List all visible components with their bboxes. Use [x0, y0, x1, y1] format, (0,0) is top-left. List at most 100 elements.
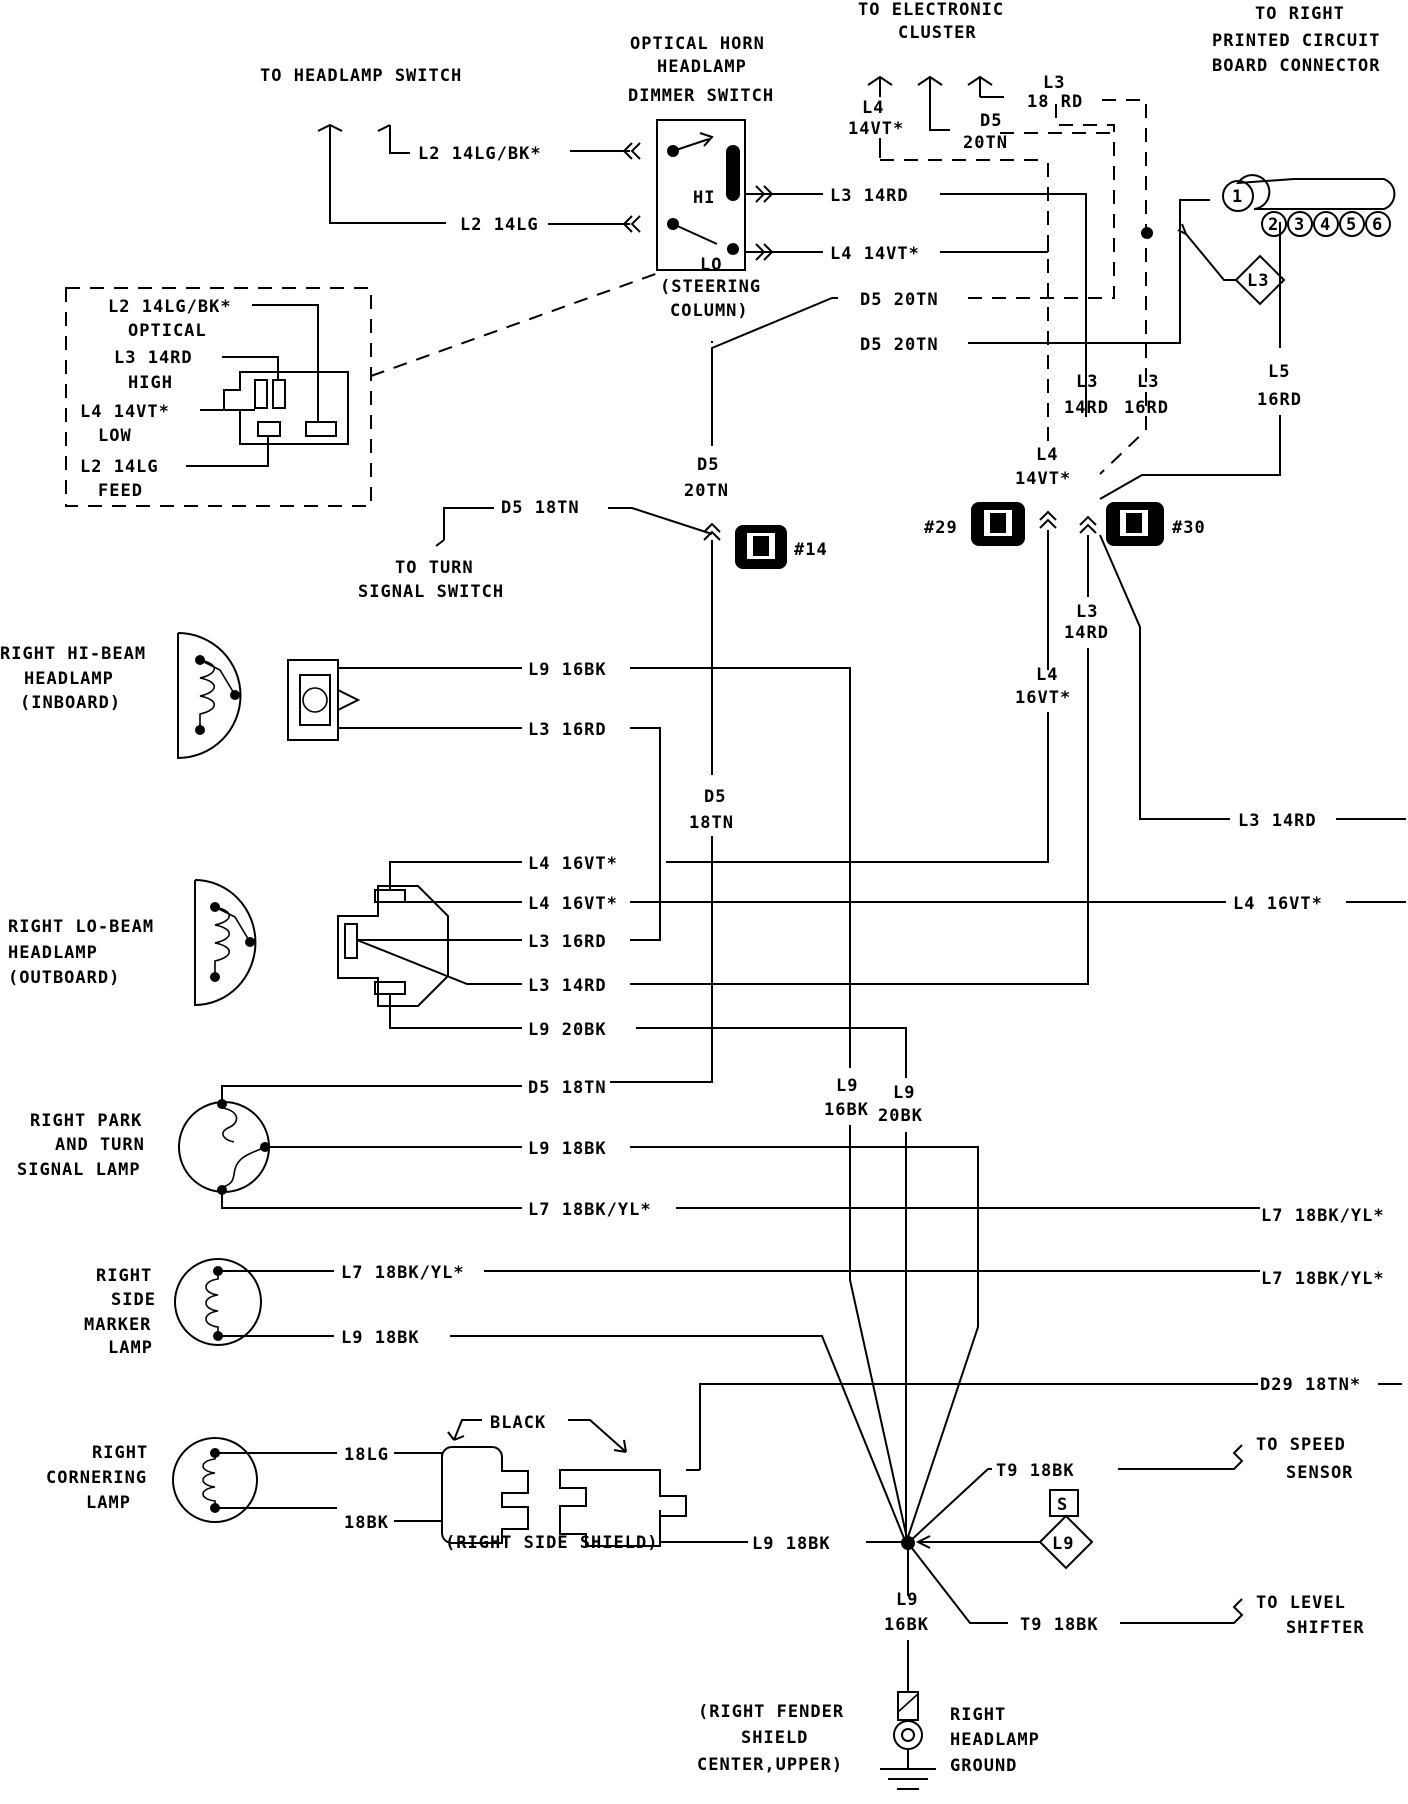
- svg-text:RIGHT: RIGHT: [92, 1443, 148, 1463]
- ground-eyelet: [893, 1720, 923, 1750]
- switch-arm-hi-arrow: [699, 132, 714, 147]
- svg-text:L3 14RD: L3 14RD: [528, 976, 607, 996]
- diamond-s-box: [1049, 1489, 1079, 1517]
- connector-29-id: #29: [924, 518, 957, 538]
- svg-text:HEADLAMP: HEADLAMP: [950, 1730, 1040, 1750]
- svg-text:L9 16BK: L9 16BK: [528, 660, 607, 680]
- svg-text:L9 18BK: L9 18BK: [341, 1328, 420, 1348]
- diamond-l3-leader: [1185, 233, 1236, 281]
- shield-connector-left: [441, 1446, 529, 1544]
- svg-text:L9 20BK: L9 20BK: [528, 1020, 607, 1040]
- wire-label-lo-l4a: L4 16VT*: [528, 854, 617, 874]
- wire-d5-dashed-to-cluster: [968, 98, 1115, 299]
- svg-text:HEADLAMP: HEADLAMP: [657, 57, 747, 77]
- wire-label-park-d5: D5 18TN: [528, 1078, 606, 1098]
- to-level-shifter-label: TO LEVEL SHIFTER: [1256, 1593, 1364, 1638]
- svg-text:D5 20TN: D5 20TN: [860, 290, 939, 310]
- svg-text:T9 18BK: T9 18BK: [996, 1461, 1075, 1481]
- svg-text:GROUND: GROUND: [950, 1756, 1017, 1776]
- wire-l9-16bk-to-splice: [849, 1125, 909, 1544]
- svg-text:L2 14LG/BK*: L2 14LG/BK*: [418, 144, 542, 164]
- svg-text:L4 14VT*: L4 14VT*: [830, 244, 920, 264]
- svg-text:HI: HI: [693, 188, 715, 208]
- connector-30-id: #30: [1172, 518, 1205, 538]
- svg-text:L3: L3: [1247, 271, 1269, 291]
- ground-eyelet-slash: [897, 1693, 919, 1713]
- lo-pin-top: [374, 889, 406, 903]
- svg-text:L4 16VT*: L4 16VT*: [528, 894, 618, 914]
- svg-text:14RD: 14RD: [1064, 398, 1109, 418]
- switch-arm-hi: [672, 138, 710, 152]
- svg-text:L3: L3: [1076, 602, 1098, 622]
- svg-text:PRINTED CIRCUIT: PRINTED CIRCUIT: [1212, 31, 1381, 51]
- svg-text:14RD: 14RD: [1064, 623, 1109, 643]
- svg-text:RIGHT LO-BEAM: RIGHT LO-BEAM: [8, 917, 154, 937]
- lo-pin-left: [344, 923, 358, 959]
- hi-beam-filament: [199, 659, 236, 730]
- wire-label-l9-16bk-v: L9 16BK: [824, 1076, 868, 1120]
- wire-label-marker-l9: L9 18BK: [341, 1328, 420, 1348]
- wire-lo-l9-run: [636, 1027, 907, 1078]
- connector-30-badge: [1106, 502, 1164, 546]
- wire-l5-down: [1099, 415, 1281, 500]
- svg-text:SIDE: SIDE: [111, 1290, 156, 1310]
- svg-text:S: S: [1057, 1495, 1068, 1515]
- wire-park-d5: [221, 1085, 522, 1102]
- wire-label-d29: D29 18TN*: [1260, 1375, 1360, 1395]
- svg-text:L3 16RD: L3 16RD: [528, 932, 607, 952]
- svg-text:CENTER,UPPER): CENTER,UPPER): [697, 1755, 843, 1775]
- svg-text:18LG: 18LG: [344, 1445, 389, 1465]
- wire-label-d5-20tn-b: D5 20TN: [860, 335, 938, 355]
- diamond-l3-arrow: [1177, 223, 1188, 237]
- right-cornering-label: RIGHT CORNERING LAMP: [46, 1443, 148, 1513]
- svg-text:FEED: FEED: [98, 481, 143, 501]
- turn-signal-pin: [435, 507, 494, 547]
- cornering-filament: [202, 1453, 216, 1508]
- wire-d5-18tn-top: [608, 507, 713, 535]
- svg-text:D5: D5: [704, 787, 726, 807]
- wire-label-l3-16rd-v: L3 16RD: [1124, 372, 1168, 418]
- park-turn-lamp: [178, 1101, 270, 1193]
- svg-text:HEADLAMP: HEADLAMP: [8, 943, 98, 963]
- pcb-pin-4: [1313, 211, 1339, 237]
- wire-label-hi-l3: L3 16RD: [528, 720, 606, 740]
- wire-l4-vertical-lower: [666, 712, 1049, 863]
- wire-label-lo-l9: L9 20BK: [528, 1020, 607, 1040]
- svg-text:16RD: 16RD: [1257, 390, 1302, 410]
- wire-hi-l3-run: [630, 727, 661, 941]
- connector-14-arrows: [703, 522, 721, 541]
- to-electronic-cluster-label: TO ELECTRONIC CLUSTER: [858, 0, 1003, 43]
- switch-contact-lo: [727, 243, 739, 255]
- svg-text:SENSOR: SENSOR: [1286, 1463, 1353, 1483]
- lo-beam-connector: [337, 885, 449, 1007]
- svg-text:L2 14LG: L2 14LG: [80, 457, 159, 477]
- inset-leader-dashed: [370, 271, 662, 377]
- diamond-s-label: S: [1057, 1495, 1068, 1515]
- wire-label-l4-16vt-v: L4 16VT*: [1015, 665, 1071, 708]
- headlamp-switch-pin-b: [377, 124, 410, 154]
- svg-text:TO TURN: TO TURN: [395, 558, 474, 578]
- svg-text:(RIGHT FENDER: (RIGHT FENDER: [698, 1702, 844, 1722]
- svg-text:L3 14RD: L3 14RD: [830, 186, 909, 206]
- svg-text:MARKER: MARKER: [84, 1315, 151, 1335]
- svg-text:L7 18BK/YL*: L7 18BK/YL*: [341, 1263, 465, 1283]
- wire-label-hi-l9: L9 16BK: [528, 660, 607, 680]
- inset-wire-optical: [252, 304, 319, 422]
- pcb-splice-dot: [1141, 227, 1153, 239]
- diamond-l9: [1038, 1514, 1094, 1570]
- svg-text:16VT*: 16VT*: [1015, 688, 1071, 708]
- wire-label-top-d5: D5 20TN: [963, 111, 1007, 153]
- connector-30-arrows: [1079, 515, 1097, 534]
- wire-shield-to-splice: [659, 1510, 748, 1543]
- svg-text:TO LEVEL: TO LEVEL: [1256, 1593, 1346, 1613]
- inset-pin-a: [254, 379, 268, 409]
- pcb-pin-5: [1339, 211, 1365, 237]
- svg-text:L2 14LG: L2 14LG: [460, 215, 539, 235]
- arrow-in-lgbk: [622, 142, 641, 160]
- wire-label-d5-20tn-a: D5 20TN: [860, 290, 939, 310]
- cornering-lamp: [172, 1437, 258, 1523]
- svg-text:TO RIGHT: TO RIGHT: [1255, 4, 1345, 24]
- inset-wire-high: [222, 356, 279, 380]
